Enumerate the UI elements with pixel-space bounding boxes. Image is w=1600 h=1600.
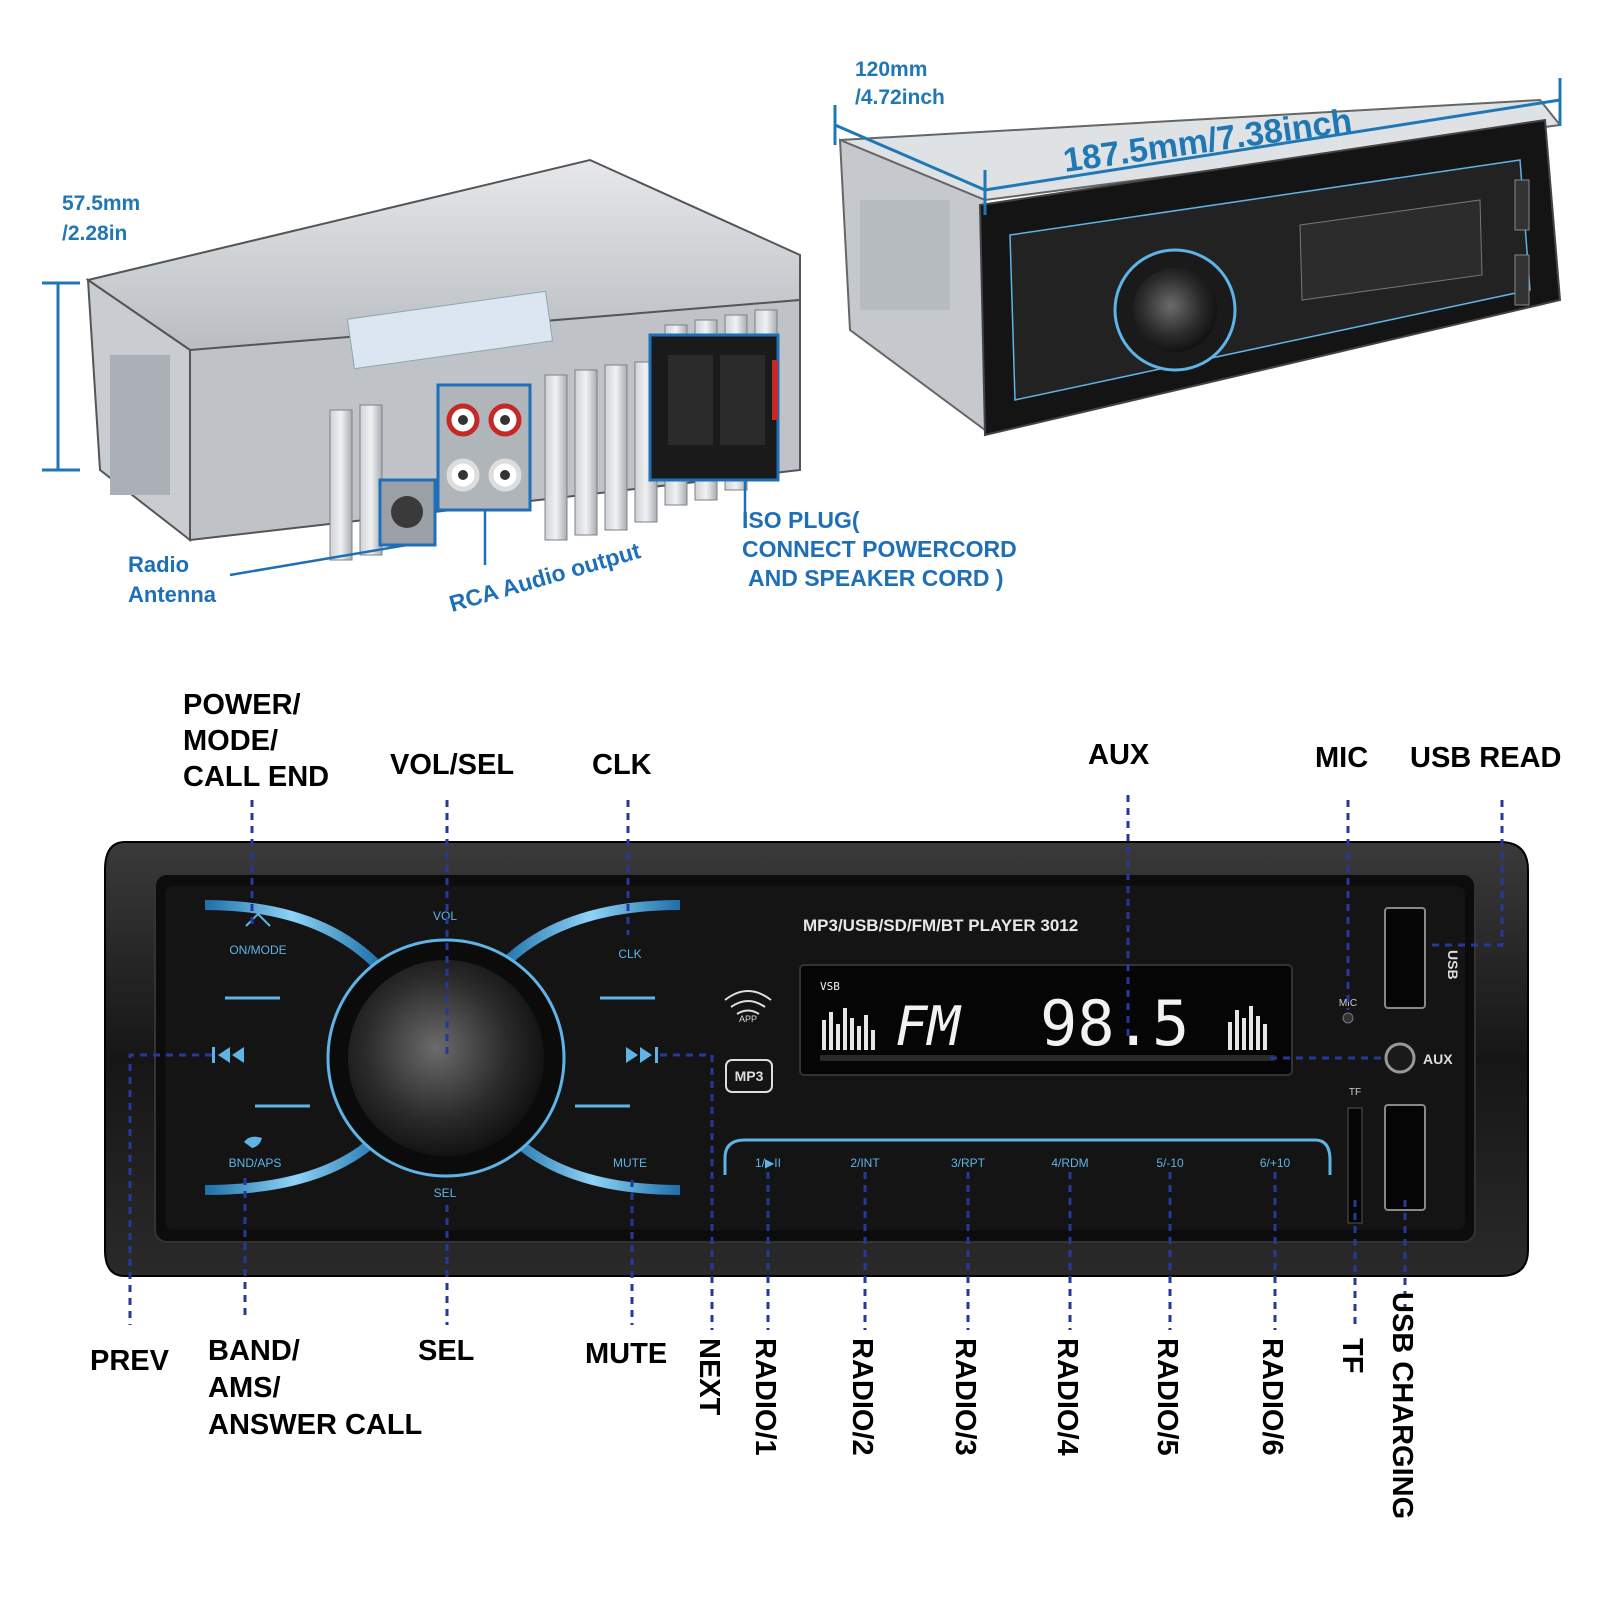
label-mute: MUTE bbox=[585, 1338, 667, 1370]
label-radio2: RADIO/2 bbox=[846, 1338, 878, 1456]
label-power-line3: CALL END bbox=[183, 761, 329, 793]
preset-5[interactable]: 5/-10 bbox=[1156, 1156, 1184, 1170]
label-power-line1: POWER/ bbox=[183, 689, 301, 721]
label-prev: PREV bbox=[90, 1345, 170, 1377]
height-dimension: 57.5mm /2.28in bbox=[42, 192, 140, 472]
label-sel: SEL bbox=[418, 1335, 474, 1367]
radio-antenna-label-line2: Antenna bbox=[128, 582, 217, 607]
preset-6[interactable]: 6/+10 bbox=[1260, 1156, 1291, 1170]
app-badge: APP bbox=[739, 1014, 757, 1024]
wifi-app-icon bbox=[724, 990, 772, 1015]
label-band-line3: ANSWER CALL bbox=[208, 1409, 422, 1441]
btn-band-label: BND/APS bbox=[229, 1156, 282, 1170]
usb-read-port[interactable] bbox=[1384, 907, 1426, 1009]
lcd-frequency: 98.5 bbox=[1040, 987, 1189, 1060]
leader-lines bbox=[128, 795, 1504, 1330]
preset-4[interactable]: 4/RDM bbox=[1051, 1156, 1088, 1170]
height-in-label: /2.28in bbox=[62, 222, 127, 245]
power-icon[interactable] bbox=[245, 912, 271, 927]
label-radio4: RADIO/4 bbox=[1051, 1338, 1083, 1456]
depth-in-label: /4.72inch bbox=[855, 86, 945, 109]
preset-strip-outline bbox=[723, 1138, 1332, 1175]
aux-jack[interactable] bbox=[1384, 1042, 1416, 1074]
phone-icon[interactable] bbox=[244, 1136, 262, 1148]
label-tf: TF bbox=[1336, 1338, 1368, 1373]
label-radio6: RADIO/6 bbox=[1256, 1338, 1288, 1456]
radio-antenna-label-line1: Radio bbox=[128, 552, 189, 577]
btn-sel-label: SEL bbox=[434, 1186, 457, 1200]
lcd-display bbox=[799, 964, 1293, 1076]
btn-mute-label: MUTE bbox=[613, 1156, 647, 1170]
label-vol-sel: VOL/SEL bbox=[390, 749, 514, 781]
callout-labels: POWER/ MODE/ CALL END VOL/SEL CLK AUX MI… bbox=[90, 689, 1561, 1519]
label-aux: AUX bbox=[1088, 739, 1150, 771]
aux-small-label: AUX bbox=[1423, 1051, 1453, 1067]
lcd-bar bbox=[820, 1055, 1275, 1061]
rear-view-illustration bbox=[85, 158, 801, 577]
iso-plug-label-line1: ISO PLUG( bbox=[742, 507, 860, 533]
front-panel: ON/MODE VOL CLK BND/APS SEL MUTE APP bbox=[104, 841, 1529, 1277]
mp3-badge-frame bbox=[725, 1059, 773, 1093]
lcd-spectrum-right bbox=[1228, 1006, 1267, 1050]
label-power-line2: MODE/ bbox=[183, 725, 278, 757]
mp3-badge: MP3 bbox=[735, 1068, 764, 1084]
preset-3[interactable]: 3/RPT bbox=[951, 1156, 986, 1170]
iso-plug-label-line2: CONNECT POWERCORD bbox=[742, 536, 1017, 562]
label-radio1: RADIO/1 bbox=[749, 1338, 781, 1456]
lcd-small-label: VSB bbox=[820, 980, 840, 993]
depth-mm-label: 120mm bbox=[855, 58, 927, 81]
tf-small-label: TF bbox=[1349, 1087, 1361, 1098]
front-view-illustration bbox=[838, 98, 1562, 437]
preset-2[interactable]: 2/INT bbox=[850, 1156, 880, 1170]
model-text: MP3/USB/SD/FM/BT PLAYER 3012 bbox=[803, 916, 1078, 935]
lcd-spectrum-left bbox=[822, 1008, 875, 1050]
btn-onmode-label: ON/MODE bbox=[229, 943, 286, 957]
preset-1[interactable]: 1/▶II bbox=[755, 1156, 781, 1170]
rca-output-label: RCA Audio output bbox=[446, 537, 643, 617]
label-mic: MIC bbox=[1315, 742, 1368, 774]
label-band-line1: BAND/ bbox=[208, 1335, 300, 1367]
height-mm-label: 57.5mm bbox=[62, 192, 140, 215]
label-clk: CLK bbox=[592, 749, 652, 781]
btn-vol-label: VOL bbox=[433, 909, 457, 923]
mic-hole bbox=[1342, 1012, 1354, 1024]
label-band-line2: AMS/ bbox=[208, 1372, 281, 1404]
btn-clk-label: CLK bbox=[618, 947, 641, 961]
lcd-mode: FM bbox=[895, 995, 963, 1058]
next-icon[interactable] bbox=[626, 1047, 658, 1063]
label-usb-read: USB READ bbox=[1410, 742, 1561, 774]
label-radio3: RADIO/3 bbox=[949, 1338, 981, 1456]
led-arc bbox=[496, 900, 681, 972]
vol-knob[interactable] bbox=[348, 960, 544, 1156]
tf-slot[interactable] bbox=[1347, 1107, 1363, 1224]
usb-small-label: USB bbox=[1445, 950, 1461, 980]
led-arc bbox=[204, 900, 384, 972]
label-next: NEXT bbox=[693, 1338, 725, 1416]
depth-dimension: 120mm /4.72inch bbox=[833, 58, 986, 192]
label-usb-charging: USB CHARGING bbox=[1386, 1292, 1418, 1519]
label-radio5: RADIO/5 bbox=[1151, 1338, 1183, 1456]
prev-icon[interactable] bbox=[212, 1047, 244, 1063]
iso-plug-label-line3: AND SPEAKER CORD ) bbox=[748, 565, 1004, 591]
usb-charging-port[interactable] bbox=[1384, 1104, 1426, 1211]
mic-small-label: MIC bbox=[1339, 998, 1357, 1009]
